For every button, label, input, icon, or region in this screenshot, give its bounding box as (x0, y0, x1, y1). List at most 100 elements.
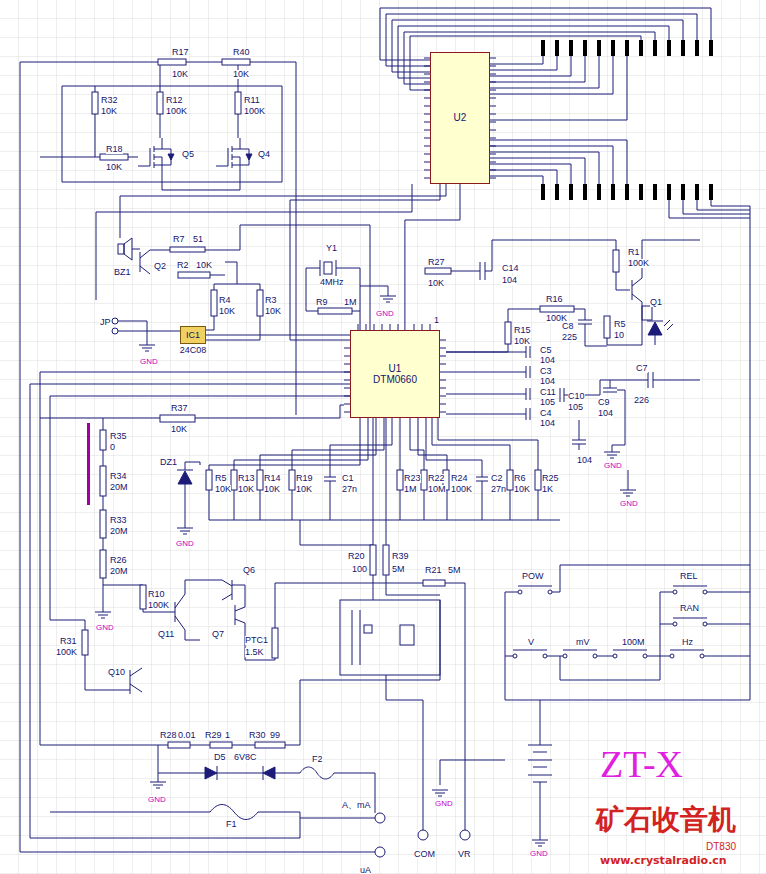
transistor-symbol (235, 605, 245, 625)
model-title: ZT-X (600, 745, 683, 783)
part-label: 105 (568, 403, 583, 412)
part-label: 225 (562, 333, 577, 342)
resistor-symbol (82, 630, 88, 655)
part-label: 20M (110, 483, 128, 492)
wire (50, 675, 505, 830)
part-label: 100K (148, 601, 169, 610)
display-segment (639, 40, 643, 56)
component-symbol (364, 625, 372, 633)
part-name: U1 (389, 363, 402, 375)
part-label: DZ1 (160, 458, 177, 467)
part-label: POW (522, 572, 544, 581)
part-label: uA (360, 866, 371, 874)
ground-label: GND (148, 796, 166, 804)
transistor-symbol (632, 278, 642, 302)
ground-symbol (604, 452, 620, 458)
part-label: R4 (219, 296, 231, 305)
resistor-symbol (540, 306, 574, 312)
display-segment (569, 40, 573, 56)
part-label: R3 (265, 296, 277, 305)
part-label: Q11 (158, 630, 174, 639)
part-label: Q5 (182, 150, 194, 159)
transistor-symbol (138, 138, 171, 176)
part-label: R25 (542, 474, 559, 483)
switch-symbol (518, 590, 522, 594)
part-type: 24C08 (180, 345, 207, 355)
transistor-symbol (130, 138, 642, 694)
component-symbol (118, 244, 124, 254)
ground-label: GND (376, 310, 394, 318)
wire (446, 352, 700, 490)
component-symbol (217, 766, 218, 780)
component-symbol (375, 813, 385, 823)
part-label: Y1 (326, 244, 337, 253)
part-label: C2 (491, 474, 503, 483)
component-symbol (400, 625, 414, 645)
display-segment (583, 40, 587, 56)
part-label: 104 (540, 419, 555, 428)
part-label: 1 (434, 316, 439, 325)
wire-connector (405, 184, 460, 330)
switch-symbol (563, 650, 597, 651)
display-segment (569, 184, 573, 200)
resistor-symbol (421, 470, 427, 490)
part-label: R33 (110, 516, 127, 525)
display-segment (625, 40, 629, 56)
display-segment (555, 184, 559, 200)
resistor-symbol (272, 628, 278, 658)
display-segment (681, 40, 685, 56)
resistor-symbol (100, 154, 128, 160)
part-label: R30 (249, 731, 266, 740)
display-segment (709, 184, 713, 200)
wire (306, 268, 388, 330)
resistor-symbol (100, 550, 106, 578)
part-label: 100 (352, 565, 367, 574)
transistor-symbol (235, 605, 245, 625)
part-label: R2 (177, 261, 189, 270)
wire (40, 62, 240, 190)
ground-symbol (432, 790, 448, 796)
part-label: Q6 (243, 566, 255, 575)
part-label: R13 (238, 474, 255, 483)
wire (505, 565, 750, 840)
part-label: R20 (348, 552, 365, 561)
resistor-symbol (423, 580, 445, 586)
component-symbol (112, 318, 118, 324)
ground-label: GND (620, 500, 638, 508)
resistor-symbol (604, 316, 610, 338)
component-symbol (460, 830, 470, 840)
part-label: F1 (226, 820, 237, 829)
ground-symbol (95, 296, 636, 846)
part-label: C1 (342, 474, 354, 483)
part-label: 10K (101, 107, 117, 116)
part-label: R26 (110, 556, 127, 565)
part-label: 0 (110, 443, 115, 452)
component-symbol (112, 238, 673, 857)
component-symbol (324, 262, 332, 274)
resistor-symbol (100, 430, 106, 450)
part-label: C4 (540, 409, 552, 418)
resistor-symbol (82, 59, 619, 748)
component-symbol (528, 745, 552, 782)
display-segment (597, 184, 601, 200)
model-name: DT830 (706, 842, 736, 852)
wire (446, 309, 607, 352)
switch-symbol (513, 586, 707, 658)
resistor-symbol (370, 545, 376, 575)
wire (206, 262, 260, 340)
display-segment (541, 184, 545, 200)
watermark-url: www.crystalradio.cn (600, 855, 727, 866)
switch-symbol (673, 622, 677, 626)
part-label: C9 (598, 398, 610, 407)
wire (30, 372, 350, 838)
part-label: 0.01 (178, 731, 196, 740)
resistor-symbol (157, 92, 163, 114)
part-label: 10K (215, 485, 231, 494)
resistor-symbol (100, 466, 106, 496)
component-symbol (112, 328, 118, 334)
resistor-symbol (158, 59, 186, 65)
part-label: C14 (502, 264, 519, 273)
resistor-symbol (211, 290, 217, 316)
component-symbol (205, 767, 217, 779)
resistor-symbol (222, 59, 250, 65)
